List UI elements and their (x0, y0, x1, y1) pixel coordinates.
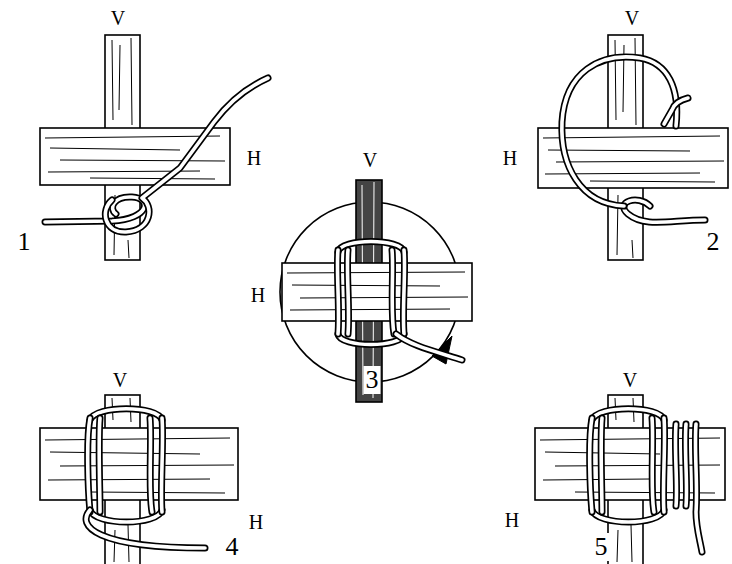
step-5-figure-rope (590, 418, 592, 512)
step-3-figure-rope (337, 250, 338, 334)
step-5-figure-rope (663, 418, 664, 512)
step-4-figure-rope (88, 418, 90, 512)
axis-letter: V (361, 149, 379, 171)
step-4-figure-rope (86, 510, 205, 548)
step-1-figure (40, 35, 268, 260)
axis-letter: H (503, 509, 521, 531)
step-5-figure-rope (685, 424, 686, 506)
axis-letter: H (247, 511, 265, 533)
step-4-figure-wood-grain (45, 438, 234, 493)
step-2-figure-rope (562, 57, 677, 206)
step-5-figure-rope (675, 424, 676, 506)
step-2-figure-rope (624, 200, 705, 222)
step-3-figure-rope (392, 250, 394, 334)
step-5-figure-rope (675, 424, 676, 506)
step-4-figure-rope (161, 418, 162, 512)
step-5-figure-rope (685, 424, 686, 506)
step-3-figure-rope (347, 250, 348, 334)
step-2-figure-rope (562, 57, 677, 206)
step-4-figure-rope (88, 418, 90, 512)
step-number: 1 (16, 228, 33, 256)
step-3-figure-rope (347, 250, 348, 334)
step-number: 5 (593, 533, 610, 561)
step-3-figure-rope (396, 334, 462, 360)
step-3-figure-rope (403, 250, 404, 334)
axis-letter: H (501, 147, 519, 169)
step-3-figure (280, 180, 472, 402)
step-3-figure-rope (392, 250, 394, 334)
step-3-figure-rope (337, 250, 338, 334)
step-4-figure-rope (150, 418, 152, 512)
step-5-figure-rope (695, 424, 702, 552)
step-4-figure-pole (40, 428, 238, 500)
step-2-figure (538, 35, 728, 260)
step-3-figure-wood-grain (287, 272, 468, 310)
step-4-figure-rope (86, 510, 205, 548)
step-number: 3 (364, 366, 381, 394)
step-5-figure-rope (695, 424, 702, 552)
step-number: 4 (224, 533, 241, 561)
step-5-figure-rope (599, 418, 603, 512)
step-5-figure-rope (652, 418, 654, 512)
step-2-figure-rope (624, 200, 705, 222)
axis-letter: H (245, 147, 263, 169)
axis-letter: V (621, 369, 639, 391)
step-number: 2 (705, 228, 722, 256)
step-5-figure-rope (598, 418, 606, 512)
step-4-figure-rope (161, 418, 162, 512)
axis-letter: V (623, 7, 641, 29)
axis-letter: V (111, 369, 129, 391)
step-4-figure-rope (150, 418, 152, 512)
step-2-figure-rope (664, 98, 688, 124)
step-1-figure-rope (105, 78, 268, 232)
step-3-figure-rope (396, 334, 462, 360)
step-5-figure (535, 395, 725, 564)
step-2-figure-rope (664, 98, 688, 124)
step-5-figure-rope (652, 418, 654, 512)
step-3-figure-pole (282, 263, 472, 321)
axis-letter: H (249, 284, 267, 306)
step-1-figure-rope (105, 78, 268, 232)
step-1-figure-rope (45, 197, 145, 222)
step-4-figure-rope (97, 418, 101, 512)
step-3-figure-rope (403, 250, 404, 334)
step-4-figure-rope (96, 418, 104, 512)
step-5-figure-rope (663, 418, 664, 512)
step-4-figure (40, 395, 238, 564)
step-5-figure-rope (590, 418, 592, 512)
axis-letter: V (109, 7, 127, 29)
step-1-figure-rope (45, 197, 145, 222)
